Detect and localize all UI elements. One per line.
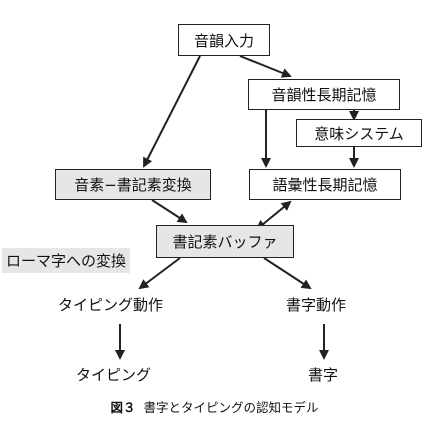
- arrow-pgc-to-buffer: [151, 199, 188, 224]
- arrow-buffer-to-writing-motor: [263, 257, 312, 290]
- node-grapheme-buffer: 書記素バッファ: [156, 225, 294, 258]
- arrow-buffer-lex-ltm: [255, 200, 292, 231]
- node-label: 音韻性長期記憶: [271, 86, 377, 104]
- node-label: 意味システム: [314, 124, 404, 143]
- node-phonological-ltm: 音韻性長期記憶: [248, 79, 400, 110]
- node-lexical-ltm: 語彙性長期記憶: [249, 169, 401, 200]
- node-phonological-input: 音韻入力: [178, 24, 270, 56]
- label-writing: 書字: [308, 366, 339, 384]
- node-semantic-system: 意味システム: [296, 119, 422, 147]
- label-writing-motor: 書字動作: [286, 296, 347, 314]
- figure-caption: 図３ 書字とタイピングの認知モデル: [0, 397, 429, 416]
- node-label: 書記素バッファ: [172, 233, 278, 251]
- node-label: 語彙性長期記憶: [272, 176, 378, 194]
- node-phoneme-grapheme-conversion: 音素−書記素変換: [55, 169, 211, 200]
- label-typing-motor: タイピング動作: [58, 296, 164, 314]
- arrow-buffer-to-typing-motor: [138, 257, 181, 290]
- label-romaji-conversion: ローマ字への変換: [2, 248, 131, 273]
- figure-title: 書字とタイピングの認知モデル: [143, 400, 319, 415]
- node-label: 音素−書記素変換: [74, 176, 192, 194]
- arrow-input-to-phon-ltm: [239, 55, 292, 78]
- figure-number: 図３: [110, 400, 136, 415]
- arrow-input-to-pgc: [143, 55, 201, 168]
- label-typing: タイピング: [76, 366, 152, 384]
- node-label: 音韻入力: [193, 31, 254, 50]
